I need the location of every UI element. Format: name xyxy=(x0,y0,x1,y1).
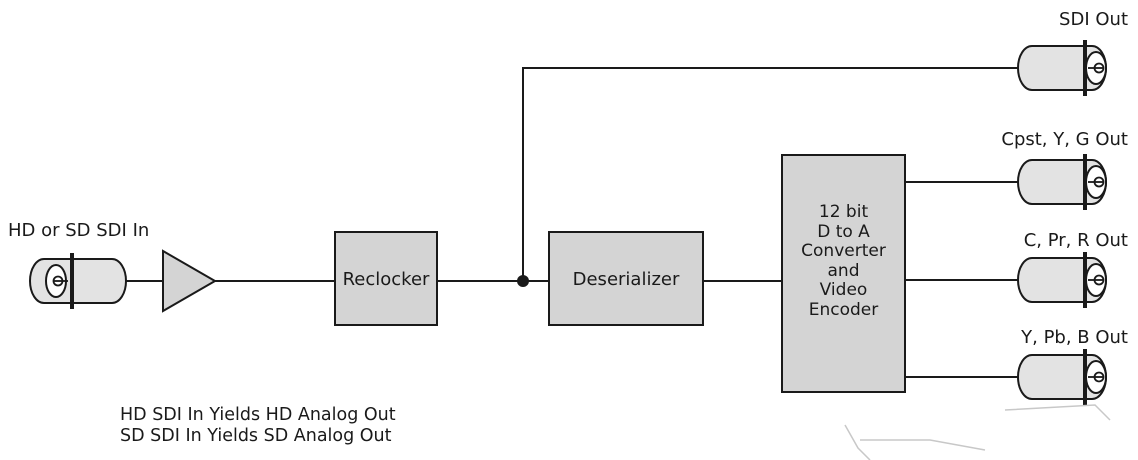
deserializer-label: Deserializer xyxy=(572,269,680,290)
wire-branch-sdi-out xyxy=(522,67,1022,281)
encoder-label-line: Video xyxy=(819,280,868,300)
c-out-bnc-connector-icon xyxy=(1017,251,1107,309)
junction-dot xyxy=(517,275,529,287)
note-hd: HD SDI In Yields HD Analog Out xyxy=(120,405,396,425)
encoder-label: 12 bit D to A Converter and Video Encode… xyxy=(782,202,905,320)
encoder-label-line: Converter xyxy=(801,241,886,261)
cpst-out-label: Cpst, Y, G Out xyxy=(1001,129,1128,150)
encoder-label-line: and xyxy=(827,260,860,281)
reclocker-label: Reclocker xyxy=(342,269,430,290)
encoder-label-line: D to A xyxy=(817,221,870,242)
c-out-label: C, Pr, R Out xyxy=(1023,230,1128,251)
sdi-out-label: SDI Out xyxy=(1059,9,1128,30)
input-label: HD or SD SDI In xyxy=(8,220,150,241)
input-bnc-connector-icon xyxy=(29,252,127,310)
encoder-block xyxy=(781,154,906,393)
reclocker-block xyxy=(334,231,438,326)
sdi-out-bnc-connector-icon xyxy=(1017,39,1107,97)
encoder-label-line: 12 bit xyxy=(818,202,869,222)
y-out-label: Y, Pb, B Out xyxy=(1021,327,1128,348)
corner-mark xyxy=(844,404,1111,460)
cpst-out-bnc-connector-icon xyxy=(1017,153,1107,211)
deserializer-block xyxy=(548,231,704,326)
encoder-label-line: Encoder xyxy=(808,299,879,320)
amplifier-triangle xyxy=(162,249,218,313)
y-out-bnc-connector-icon xyxy=(1017,348,1107,406)
note-sd: SD SDI In Yields SD Analog Out xyxy=(120,426,392,446)
